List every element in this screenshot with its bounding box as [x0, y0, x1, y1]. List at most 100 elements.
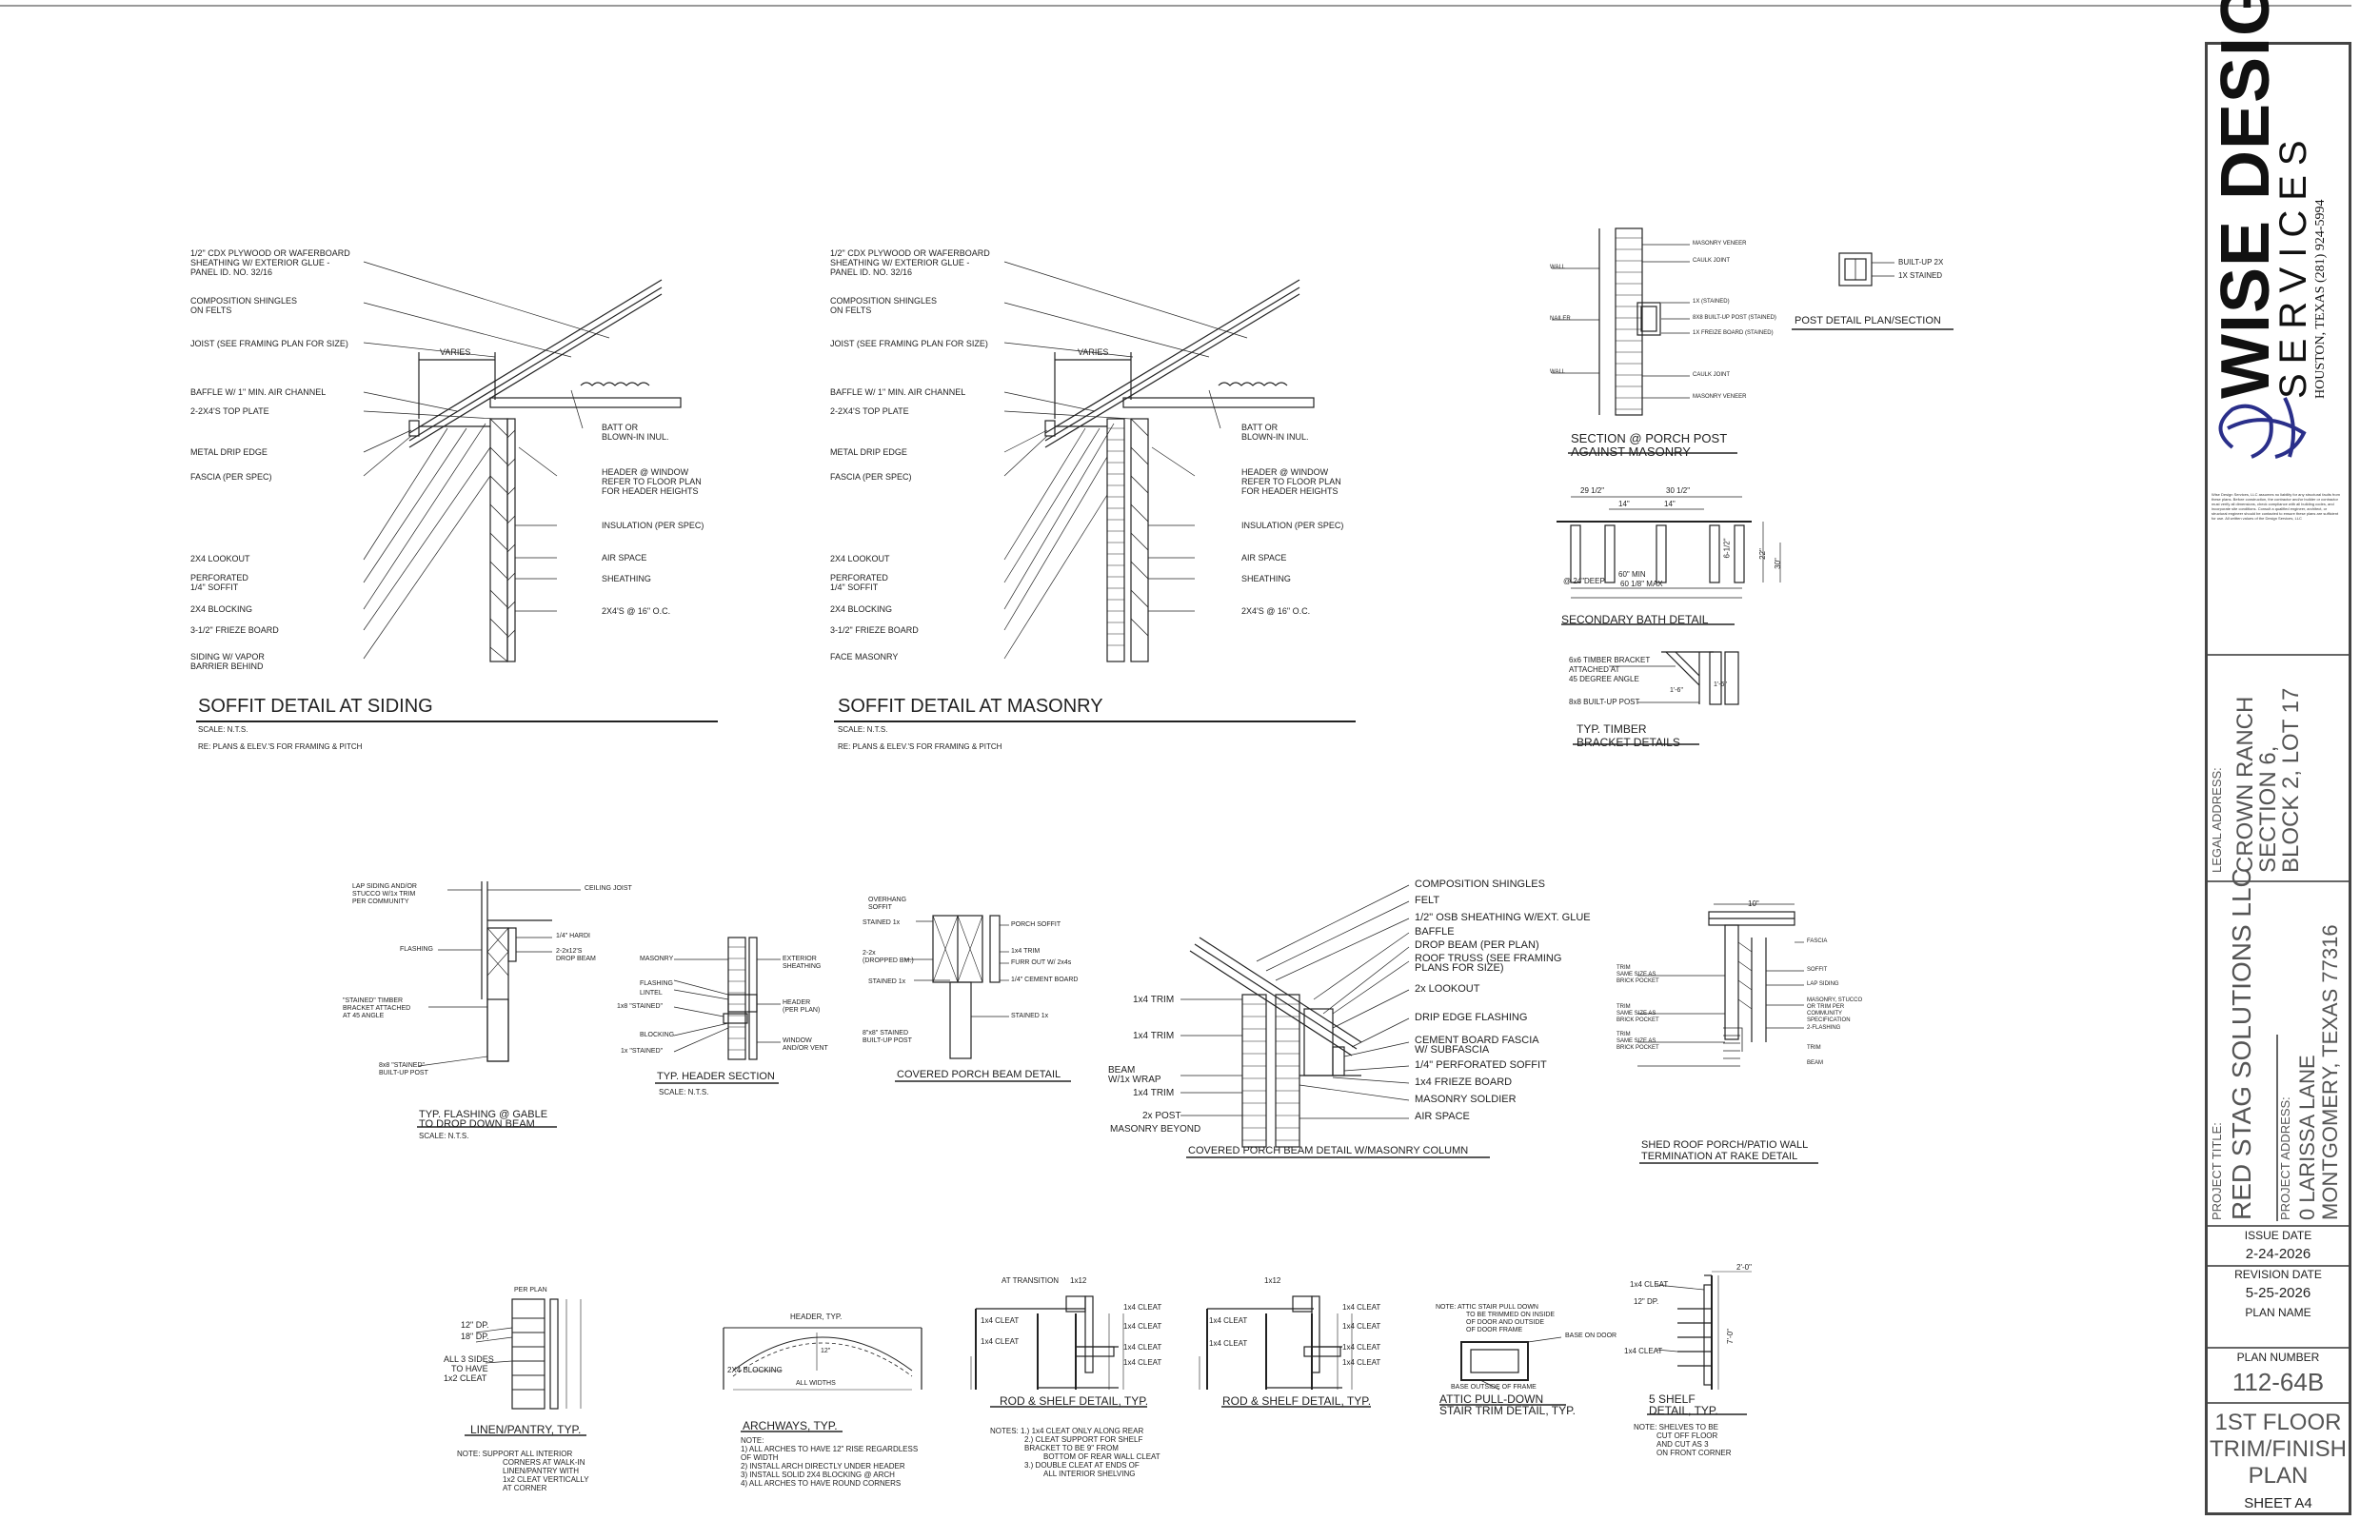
- header-callout: BLOCKING: [640, 1032, 675, 1038]
- bath-dimension: 14": [1618, 500, 1630, 508]
- soffit-callout: SHEATHING: [1241, 574, 1291, 583]
- soffit-callout: 2X4'S @ 16" O.C.: [602, 606, 671, 616]
- porch-masonry-callout: PLANS FOR SIZE): [1415, 962, 1504, 974]
- bath-dimension: 60 1/8" MAX: [1620, 580, 1663, 588]
- scale-note: SCALE: N.T.S.: [419, 1132, 469, 1140]
- porch-masonry-callout: MASONRY BEYOND: [1110, 1124, 1201, 1135]
- header-callout: AND/OR VENT: [783, 1045, 828, 1052]
- shed-callout: MASONRY, STUCCO: [1807, 997, 1863, 1003]
- porch-post-callout: WALL: [1550, 265, 1566, 270]
- attic-title: ATTIC PULL-DOWN: [1439, 1392, 1544, 1406]
- issue-date-label: ISSUE DATE: [2244, 1229, 2312, 1242]
- shed-callout: SPECIFICATION: [1807, 1017, 1851, 1023]
- project-title-label: PROJECT TITLE:: [2210, 1122, 2224, 1220]
- reference-note: RE: PLANS & ELEV.'S FOR FRAMING & PITCH: [198, 742, 363, 751]
- porch-beam-callout: OVERHANG: [868, 897, 907, 903]
- rod-shelf-callout: 1x4 CLEAT: [981, 1337, 1020, 1346]
- rod-shelf-note: ALL INTERIOR SHELVING: [1043, 1470, 1136, 1478]
- rod-shelf-callout: 1x4 CLEAT: [981, 1316, 1020, 1325]
- soffit-callout: BATT OR: [602, 423, 639, 432]
- linen-note: NOTE: SUPPORT ALL INTERIOR: [457, 1450, 573, 1458]
- rod-shelf-callout: 1x12: [1070, 1276, 1087, 1285]
- timber-bracket-detail: [1573, 651, 1739, 745]
- header-callout: 1x "STAINED": [621, 1048, 664, 1055]
- rod-shelf-callout: 1x4 CLEAT: [1123, 1343, 1162, 1352]
- soffit-callout: 3-1/2" FRIEZE BOARD: [830, 625, 919, 635]
- shed-callout: BEAM: [1807, 1060, 1824, 1066]
- arch-note: 2) INSTALL ARCH DIRECTLY UNDER HEADER: [741, 1462, 905, 1471]
- soffit-callout: PERFORATED: [190, 573, 248, 582]
- soffit-callout: FOR HEADER HEIGHTS: [602, 486, 699, 496]
- gable-callout: AT 45 ANGLE: [343, 1013, 385, 1019]
- project-address-label: PROJECT ADDRESS:: [2278, 1096, 2292, 1220]
- gable-callout: CEILING JOIST: [585, 885, 632, 892]
- soffit-callout: 1/4" SOFFIT: [830, 582, 879, 592]
- soffit-callout: PERFORATED: [830, 573, 888, 582]
- revision-date: 5-25-2026: [2245, 1285, 2311, 1301]
- attic-callout: OF DOOR FRAME: [1466, 1327, 1523, 1333]
- header-callout: EXTERIOR: [783, 956, 817, 962]
- firm-name: WISE DESIGN: [2208, 0, 2284, 399]
- porch-post-title: AGAINST MASONRY: [1571, 444, 1691, 459]
- header-callout: MASONRY: [640, 956, 674, 962]
- shed-callout: SAME SIZE AS: [1616, 1011, 1656, 1017]
- linen-note: CORNERS AT WALK-IN: [503, 1458, 585, 1467]
- rod-shelf-note: BOTTOM OF REAR WALL CLEAT: [1043, 1452, 1160, 1461]
- post-detail-plan: [1792, 252, 1954, 330]
- soffit-callout: INSULATION (PER SPEC): [602, 521, 704, 530]
- plan-number: 112-64B: [2231, 1368, 2325, 1396]
- bath-dimension: 30": [1773, 558, 1782, 569]
- rod-shelf-note: BRACKET TO BE 9" FROM: [1024, 1444, 1119, 1452]
- gable-title: TO DROP DOWN BEAM: [419, 1118, 535, 1130]
- linen-pantry-detail: [465, 1298, 586, 1436]
- arch-callout: 2X4 BLOCKING: [727, 1366, 783, 1374]
- shed-callout: TRIM: [1616, 1004, 1631, 1010]
- header-callout: SHEATHING: [783, 963, 822, 970]
- secondary-bath-detail: [1557, 496, 1781, 625]
- rod-shelf-callout: 1x4 CLEAT: [1123, 1303, 1162, 1312]
- sheet-number: SHEET A4: [2244, 1495, 2312, 1511]
- arch-note: OF WIDTH: [741, 1453, 779, 1462]
- porch-masonry-callout: DRIP EDGE FLASHING: [1415, 1012, 1528, 1023]
- porch-post-callout: MASONRY VENEER: [1693, 241, 1747, 247]
- arch-note: 1) ALL ARCHES TO HAVE 12" RISE REGARDLES…: [741, 1445, 919, 1453]
- shed-callout: FASCIA: [1807, 938, 1828, 944]
- porch-masonry-callout: W/ SUBFASCIA: [1415, 1044, 1490, 1056]
- rod-shelf-note: 3.) DOUBLE CLEAT AT ENDS OF: [1024, 1461, 1140, 1470]
- bath-dimension: 29 1/2": [1580, 486, 1605, 495]
- project-address-line2: MONTGOMERY, TEXAS 77316: [2318, 924, 2342, 1220]
- shed-title: SHED ROOF PORCH/PATIO WALL: [1641, 1139, 1809, 1151]
- porch-masonry-callout: ROOF TRUSS (SEE FRAMING: [1415, 953, 1562, 964]
- attic-callout: BASE ON DOOR: [1565, 1333, 1617, 1339]
- soffit-callout: 2X4 BLOCKING: [830, 604, 893, 614]
- arch-note: 3) INSTALL SOLID 2X4 BLOCKING @ ARCH: [741, 1471, 895, 1479]
- post-plan-callout: 1X STAINED: [1898, 271, 1943, 280]
- shelf-dimension: 7'-0": [1725, 1329, 1735, 1344]
- shelf-note: CUT OFF FLOOR: [1656, 1431, 1718, 1440]
- porch-post-callout: 8X8 BUILT-UP POST (STAINED): [1693, 315, 1776, 321]
- legal-address-label: LEGAL ADDRESS:: [2210, 767, 2224, 873]
- porch-masonry-callout: W/1x WRAP: [1108, 1075, 1161, 1085]
- header-callout: (PER PLAN): [783, 1007, 821, 1014]
- soffit-callout: 1/2" CDX PLYWOOD OR WAFERBOARD: [830, 248, 990, 258]
- porch-beam-callout: STAINED 1x: [863, 919, 901, 926]
- porch-masonry-callout: BAFFLE: [1415, 926, 1455, 938]
- porch-post-section: [1552, 227, 1737, 454]
- porch-masonry-callout: FELT: [1415, 895, 1440, 906]
- linen-callout: 1x2 CLEAT: [444, 1373, 487, 1383]
- linen-callout: PER PLAN: [514, 1287, 547, 1293]
- timber-dimension: 1'-6": [1714, 681, 1727, 688]
- header-callout: FLASHING: [640, 980, 674, 987]
- rod-shelf-detail-2: [1199, 1295, 1371, 1408]
- soffit-callout: SIDING W/ VAPOR: [190, 652, 265, 661]
- soffit-callout: JOIST (SEE FRAMING PLAN FOR SIZE): [190, 339, 348, 348]
- rod-shelf-callout: 1x4 CLEAT: [1342, 1343, 1381, 1352]
- linen-title: LINEN/PANTRY, TYP.: [470, 1423, 582, 1436]
- shelf-callout: 1x4 CLEAT: [1630, 1280, 1669, 1289]
- soffit-callout: METAL DRIP EDGE: [190, 447, 268, 457]
- soffit-callout: ON FELTS: [190, 306, 232, 315]
- shed-callout: TRIM: [1616, 1032, 1631, 1037]
- shed-callout: TRIM: [1807, 1045, 1821, 1051]
- attic-stair-trim-detail: [1439, 1336, 1566, 1406]
